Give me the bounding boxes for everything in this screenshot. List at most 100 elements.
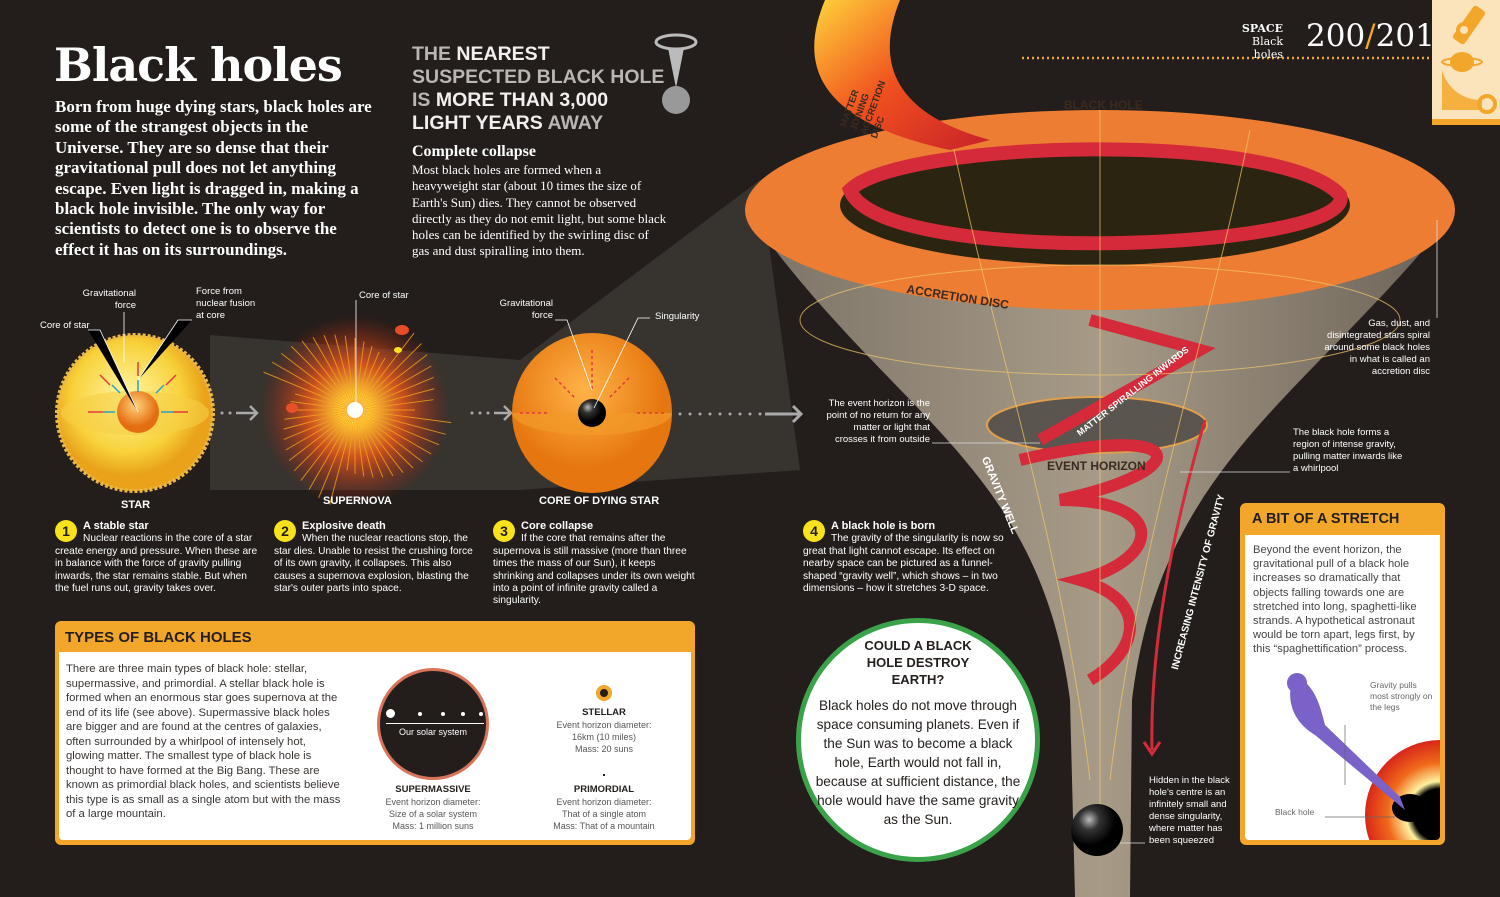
chapter-tab [1432,0,1500,125]
annotation-hidden-singularity: Hidden in the black hole's centre is an … [1149,775,1230,846]
stretch-body: Beyond the event horizon, the gravitatio… [1253,544,1417,656]
black-hole-earth-icon [654,33,698,114]
bit-of-a-stretch-box: A BIT OF A STRETCH Beyond the event hori… [1240,503,1445,845]
page-title: Black holes [54,38,343,92]
label-grav-force-core: Gravitational force [499,298,553,321]
supernova-ray [354,343,422,411]
types-body: There are three main types of black hole… [66,663,341,820]
supernova-ray [354,377,434,411]
supernova-ray [354,365,432,411]
supernova-ray [354,409,440,446]
supernova-ray [312,337,356,411]
primordial-icon [603,774,605,776]
supernova-ray [354,409,384,478]
supernova-ray [323,334,356,411]
supernova-ray [354,409,423,463]
stellar-icon [596,685,612,701]
supernova-ray [284,409,356,420]
supernova-ray [354,409,404,473]
supernova-ray [308,409,356,490]
black-hole-label: Black hole [1275,807,1315,817]
page-numbers: 200/201 [1306,18,1435,54]
supernova-ray [300,409,356,481]
legs-label: Gravity pulls most strongly on the legs [1370,680,1433,712]
singularity-ball [1071,804,1123,856]
supernova-ray [263,371,356,411]
page-separator: / [1365,18,1376,54]
supernova-ray [294,393,356,411]
destroy-earth-callout: COULD A BLACK HOLE DESTROY EARTH? Black … [796,618,1040,862]
supernova-ray [301,340,356,411]
annotation-gas-dust: Gas, dust, and disintegrated stars spira… [1324,318,1430,377]
section-name: SPACE [1241,22,1283,35]
accretion-stream [814,0,990,150]
intro-text: Born from huge dying stars, black holes … [55,97,372,259]
supernova-ray [354,409,446,435]
annotation-event-horizon: The event horizon is the point of no ret… [826,398,930,445]
label-event-horizon: EVENT HORIZON [1047,459,1146,473]
section-label: SPACE Black holes [1220,22,1283,61]
supernova-ray [344,335,356,411]
supernova-ray [354,409,452,424]
supernova-ray [329,409,356,505]
supernova-ray [291,346,356,411]
earth-body: Black holes do not move through space co… [815,698,1021,827]
solar-system-label: Our solar system [398,727,467,737]
supernova-ray [354,354,428,411]
supernova-ray [283,409,356,440]
supernova-ray [354,346,373,411]
annotation-whirlpool: The black hole forms a region of intense… [1293,427,1403,474]
supernova-ray [354,388,435,411]
label-black-hole: BLACK HOLE [1064,98,1143,112]
supernova-ray [354,409,394,477]
page-right: 201 [1375,18,1435,54]
supernova-ray [354,341,365,411]
supernova-ray [354,409,414,469]
supernova-ray [354,399,434,411]
supernova-ray [354,409,374,478]
spaghettified-astronaut-illustration [1287,673,1440,840]
supernova-ray [354,409,365,477]
collapse-heading: Complete collapse [412,143,536,160]
supernova-ray [283,409,356,430]
caption-star: STAR [121,499,151,511]
supernova-ray [290,401,356,411]
earth-heading: COULD A BLACK HOLE DESTROY EARTH? [864,638,972,687]
solar-system-dots [386,709,486,719]
caption-supernova: SUPERNOVA [323,495,392,507]
label-fusion-force: Force from nuclear fusion at core [196,286,256,321]
supernova-ray [334,334,356,411]
supernova-ray [354,351,380,411]
supernova-ray [354,332,415,411]
label-grav-force: Gravitational force [82,288,136,311]
microscope-planet-icon [1441,5,1497,114]
collapse-body: Most black holes are formed when a heavy… [412,162,667,259]
supernova-ray [280,352,356,411]
supernova-ray [318,409,356,498]
supernova-ray [271,361,356,411]
types-of-black-holes-box: TYPES OF BLACK HOLES There are three mai… [55,621,695,845]
types-heading: TYPES OF BLACK HOLES [65,629,252,646]
caption-core-dying-star: CORE OF DYING STAR [539,495,660,507]
supernova-ray [293,409,356,472]
supernova-ray [285,409,356,451]
label-core-of-star: Core of star [40,320,90,331]
supermassive-icon: Our solar system [377,668,489,780]
label-core-of-star-supernova: Core of star [359,290,409,301]
supernova-ray [354,357,386,411]
supernova-ray [288,409,356,461]
label-singularity: Singularity [655,311,700,322]
stretch-heading: A BIT OF A STRETCH [1252,511,1400,527]
supernova-ray [354,409,432,455]
nearest-black-hole-callout: THE NEAREST SUSPECTED BLACK HOLE IS MORE… [412,43,665,134]
section-topic: Black holes [1252,35,1283,61]
supernova-ray [346,409,356,471]
